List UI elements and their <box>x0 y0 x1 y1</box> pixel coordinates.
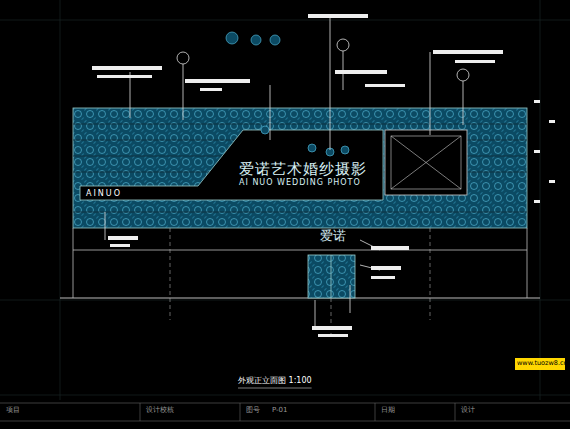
sign-subtitle: AI NUO WEDDING PHOTO <box>239 178 367 187</box>
title-block-cell: P-01 <box>272 407 288 415</box>
door-sign: 爱诺 <box>320 229 346 243</box>
sign-panel: 爱诺艺术婚纱摄影AI NUO WEDDING PHOTO <box>236 160 370 188</box>
title-block-cell: 日期 <box>381 407 395 415</box>
drawing-caption: 外观正立面图 1:100 <box>238 377 312 386</box>
watermark: www.tuozw8.com <box>517 360 570 367</box>
sign-title: 爱诺艺术婚纱摄影 <box>239 161 367 178</box>
title-block-cell: 设计 <box>461 407 475 415</box>
title-block-cell: 项目 <box>6 407 20 415</box>
title-block-cell: 设计校核 <box>146 407 174 415</box>
caption-underline <box>238 388 312 389</box>
facade-letters: AINUO <box>86 190 122 199</box>
title-block-cell: 图号 <box>246 407 260 415</box>
